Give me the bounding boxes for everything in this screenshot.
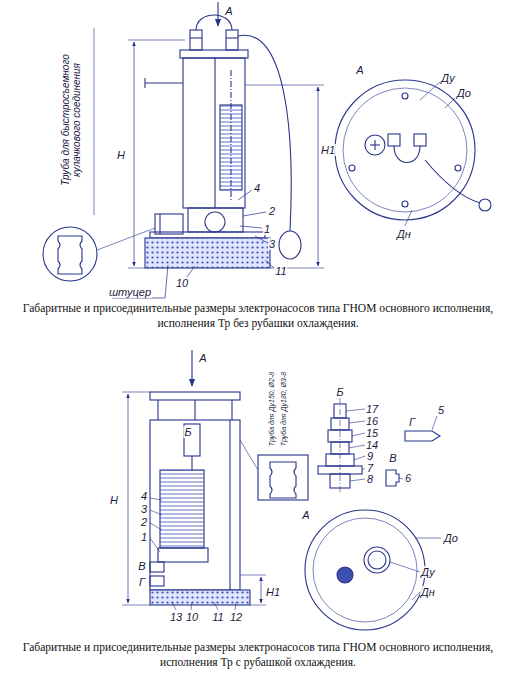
figure-caption: Габаритные и присоединительные размеры э… <box>18 301 498 331</box>
callout-label: 17 <box>365 403 379 415</box>
vertical-note: Труба для Ду150, Ø2-8 <box>268 370 276 448</box>
callout-label: 10 <box>175 277 189 289</box>
callout-label: 1 <box>263 223 271 235</box>
callout-label: 8 <box>366 473 374 485</box>
callout-label: Ду <box>440 72 455 84</box>
bottom-figure <box>122 350 441 630</box>
callout-label: До <box>456 87 472 99</box>
callout-label: А <box>355 64 364 76</box>
callout-label: 11 <box>211 611 224 623</box>
callout-label: 5 <box>437 404 445 416</box>
callout-label: Дн <box>396 228 412 240</box>
callout-label: 12 <box>229 611 243 623</box>
callout-label: 4 <box>253 182 261 194</box>
callout-label: 1 <box>140 531 148 543</box>
callout-label: Ду <box>420 566 435 578</box>
figure-caption: Габаритные и присоединительные размеры э… <box>18 640 498 670</box>
vertical-note: Труба для Ду180, Ø3-8 <box>280 370 288 448</box>
callout-label: Н1 <box>320 144 336 156</box>
callout-label: 15 <box>365 427 379 439</box>
callout-label: 3 <box>140 503 148 515</box>
callout-label: 16 <box>365 415 379 427</box>
callout-label: 10 <box>185 611 199 623</box>
callout-label: Б <box>335 386 344 398</box>
callout-label: В <box>388 452 397 464</box>
callout-label: 9 <box>366 450 374 462</box>
callout-label: А <box>301 509 310 521</box>
callout-label: Г <box>138 576 146 588</box>
callout-label: 3 <box>268 238 276 250</box>
callout-label: 13 <box>169 611 183 623</box>
callout-label: 2 <box>140 516 148 528</box>
callout-label: Дн <box>420 586 436 598</box>
callout-label: 4 <box>140 490 148 502</box>
callout-label: До <box>443 532 459 544</box>
callout-label: 2 <box>268 205 276 217</box>
callout-label: А <box>224 5 233 17</box>
callout-label: Н1 <box>265 586 281 598</box>
callout-label: Б <box>183 426 192 438</box>
callout-label: Г <box>408 416 416 428</box>
top-figure <box>43 2 491 298</box>
vertical-note: Труба для быстросъемного кулачкового сое… <box>60 25 82 215</box>
callout-label: А <box>198 352 207 364</box>
callout-label: В <box>137 560 146 572</box>
callout-label: 6 <box>404 472 412 484</box>
callout-label: Н <box>109 494 119 506</box>
callout-label: Н <box>116 149 126 161</box>
callout-label: 11 <box>274 265 287 277</box>
callout-label: штуцер <box>108 286 152 298</box>
